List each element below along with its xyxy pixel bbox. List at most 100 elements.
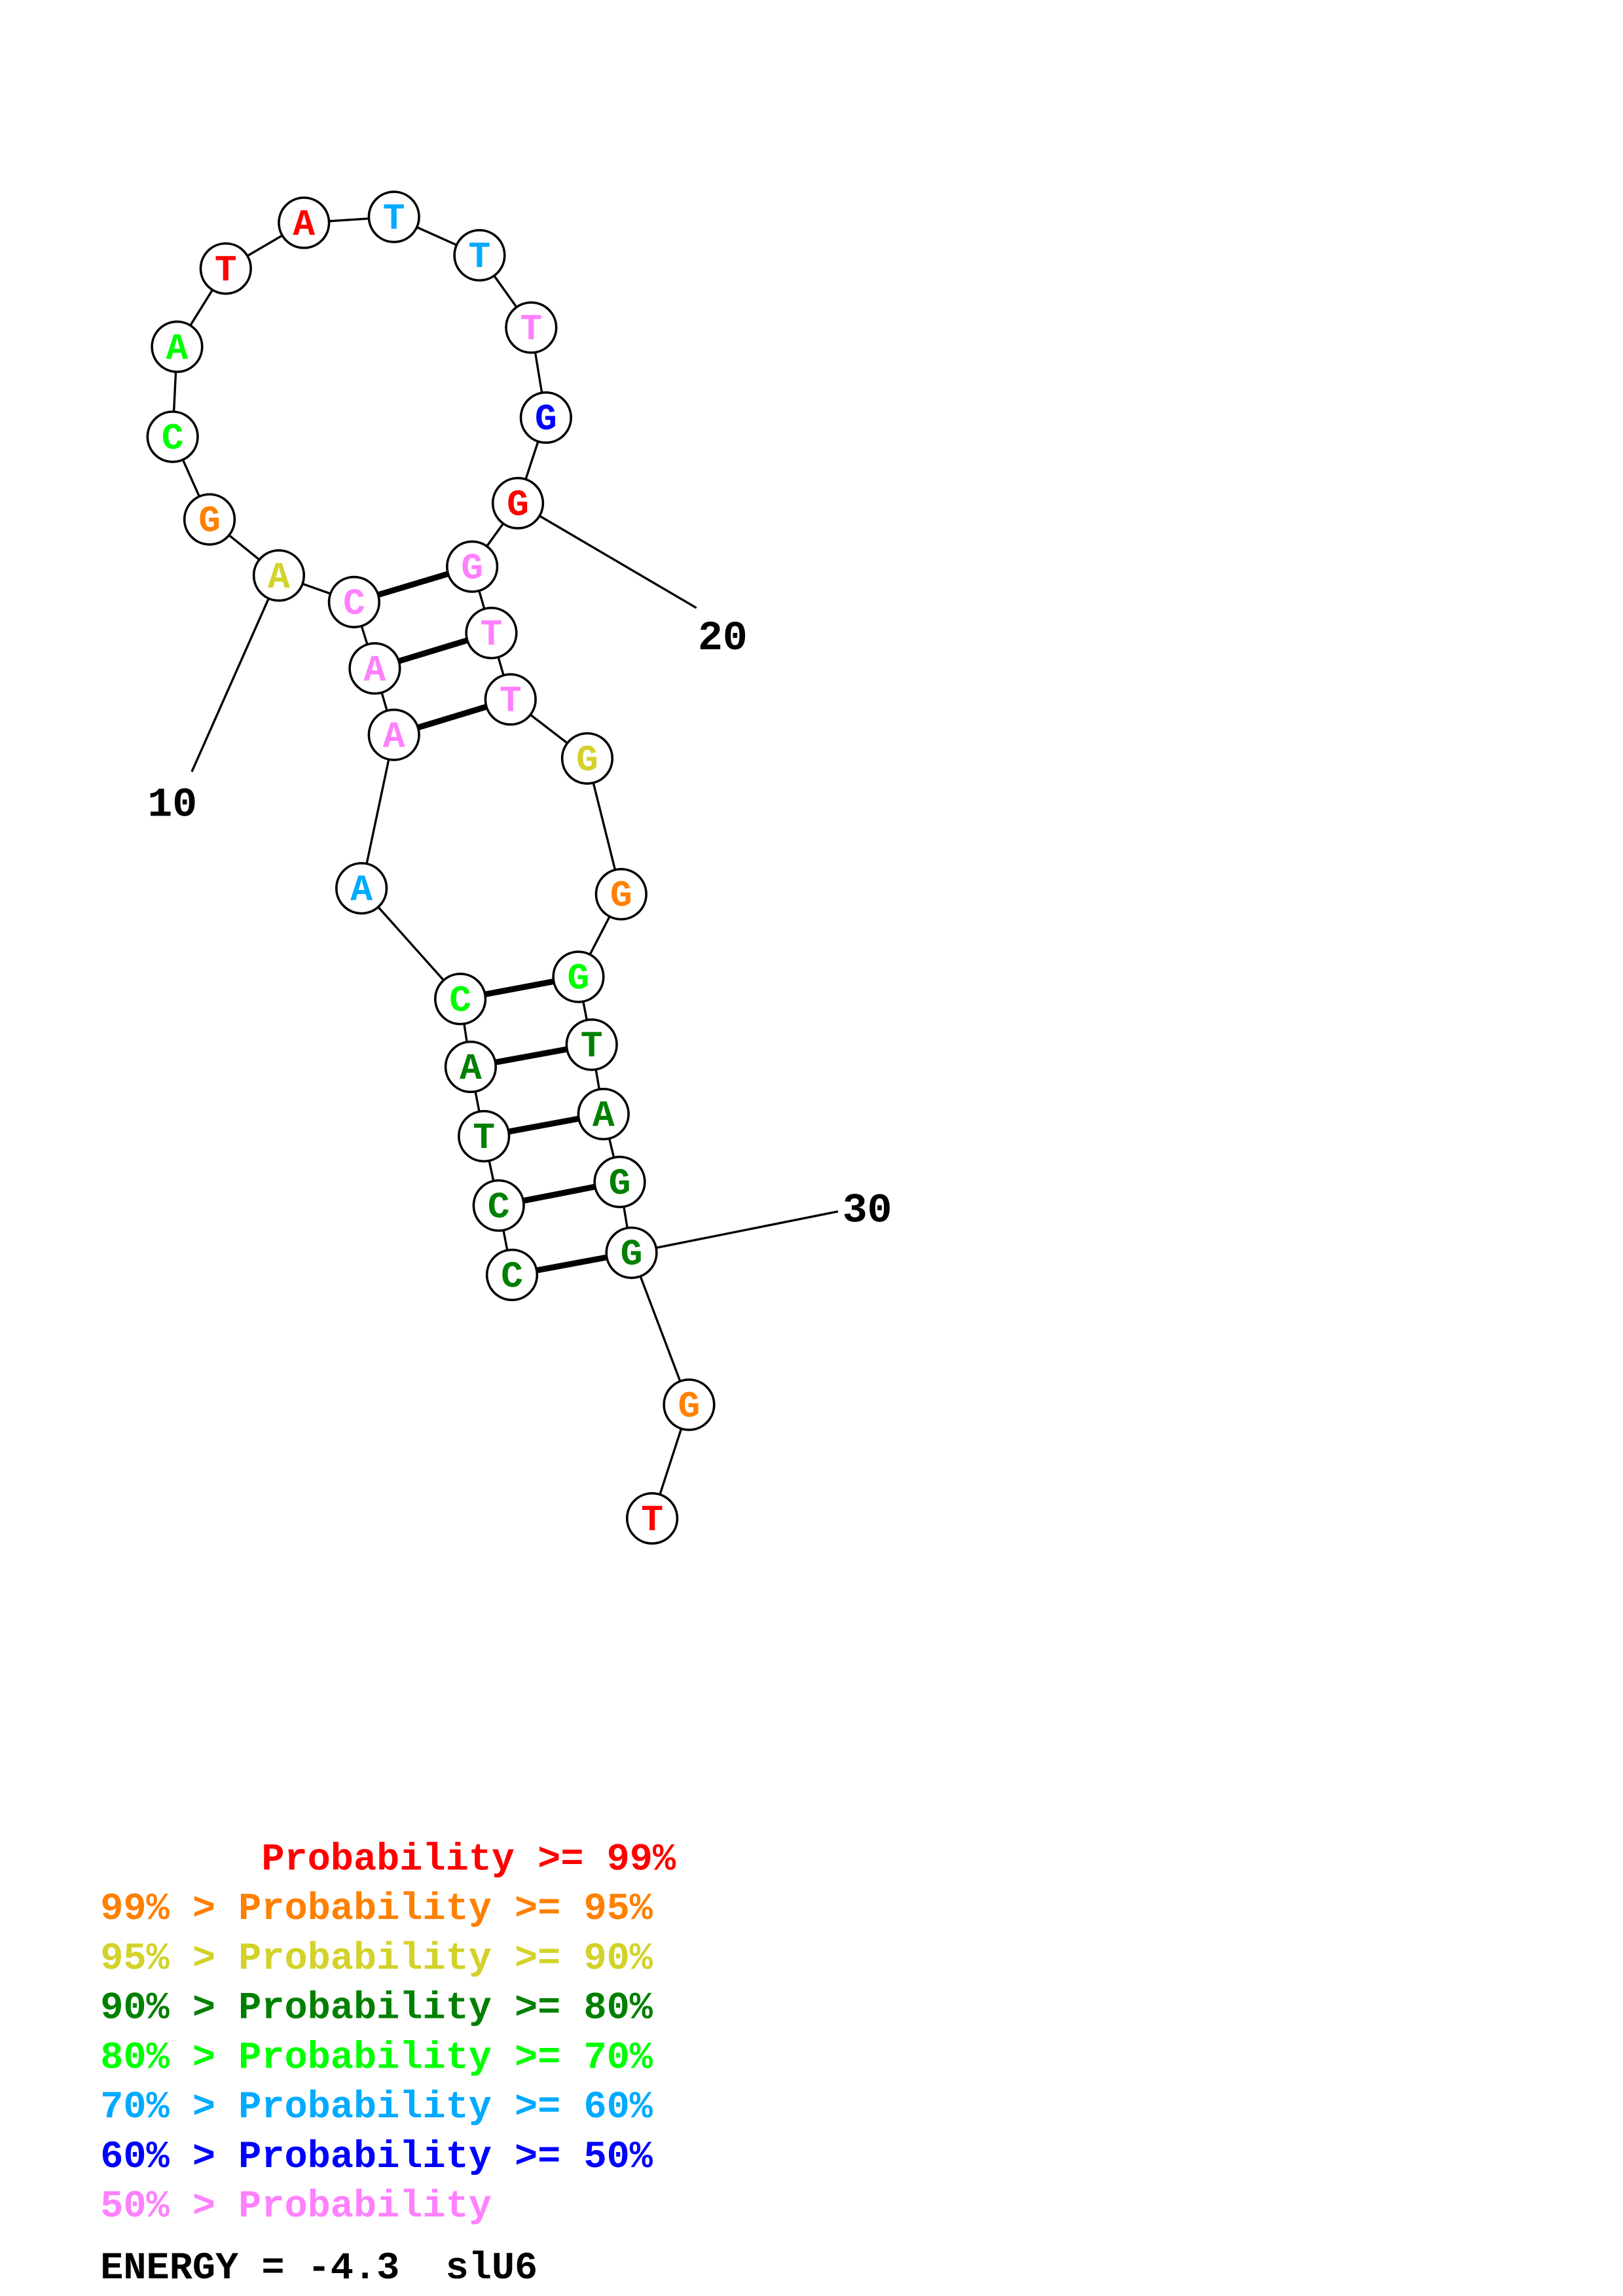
nucleotide-31: G (663, 1378, 716, 1431)
nucleotide-base: G (535, 399, 557, 440)
position-label: 20 (698, 615, 748, 662)
legend-entry: 70% > Probability >= 60% (100, 2085, 653, 2129)
nucleotide-circle (146, 410, 199, 463)
legend-entry: 80% > Probability >= 70% (100, 2036, 653, 2079)
probability-legend: Probability >= 99% 99% > Probability >= 9… (100, 1837, 676, 2228)
nucleotide-8: A (348, 642, 401, 695)
nucleotide-circle (605, 1226, 658, 1280)
nucleotide-16: T (367, 190, 420, 243)
nucleotide-circle (446, 540, 499, 593)
nucleotide-13: A (151, 320, 204, 373)
nucleotide-7: A (367, 708, 420, 761)
nucleotide-circle (199, 242, 252, 295)
nucleotide-circle (565, 1018, 618, 1071)
nucleotide-base: G (609, 1163, 631, 1205)
nucleotide-6: A (335, 862, 388, 915)
nucleotide-23: T (484, 673, 537, 726)
nucleotide-21: G (446, 540, 499, 593)
nucleotide-base: G (461, 548, 483, 590)
nucleotide-base: G (198, 501, 221, 543)
nucleotide-29: G (593, 1155, 646, 1208)
nucleotide-circle (484, 673, 537, 726)
nucleotide-5: C (434, 973, 487, 1026)
nucleotide-circle (519, 391, 572, 444)
nucleotide-18: T (505, 301, 558, 354)
nucleotide-20: G (491, 476, 545, 529)
nucleotide-base: T (469, 236, 491, 278)
nucleotide-11: G (183, 493, 236, 546)
nucleotide-circle (505, 301, 558, 354)
position-labels-layer: 10 20 30 (147, 615, 892, 1234)
legend-entry: 90% > Probability >= 80% (100, 1986, 653, 2030)
position-label-line (517, 502, 697, 609)
nucleotide-base: T (481, 614, 503, 656)
position-label-line (191, 575, 280, 772)
nucleotide-base: T (520, 309, 542, 351)
nucleotide-9: C (327, 575, 380, 628)
nucleotide-19: G (519, 391, 572, 444)
nucleotide-base: G (621, 1234, 643, 1276)
nucleotide-circle (593, 1155, 646, 1208)
nucleotide-circle (327, 575, 380, 628)
nucleotide-circle (577, 1088, 630, 1141)
nucleotide-base: G (507, 484, 529, 526)
nucleotide-25: G (594, 868, 647, 921)
position-label-line (631, 1210, 839, 1254)
nucleotide-24: G (560, 732, 614, 785)
nucleotide-base: T (500, 681, 522, 723)
nucleotide-12: C (146, 410, 199, 463)
legend-entry: 99% > Probability >= 95% (100, 1887, 653, 1931)
nucleotide-22: T (465, 607, 518, 660)
nucleotide-base: A (460, 1048, 482, 1090)
nucleotide-base: C (501, 1256, 523, 1298)
legend-entry: 50% > Probability (100, 2185, 492, 2229)
nucleotide-base: T (383, 198, 405, 240)
legend-entry: 95% > Probability >= 90% (100, 1937, 653, 1981)
nucleotide-base: T (473, 1117, 495, 1159)
nucleotide-base: A (166, 328, 189, 370)
nucleotide-base: G (678, 1386, 701, 1427)
nucleotide-base: C (162, 418, 184, 459)
nucleotide-circle (472, 1179, 525, 1232)
nucleotide-circle (151, 320, 204, 373)
nucleotide-14: T (199, 242, 252, 295)
nucleotide-circle (434, 973, 487, 1026)
nucleotide-base: C (488, 1187, 510, 1229)
energy-label: ENERGY = -4.3 slU6 (100, 2246, 538, 2290)
nucleotide-circle (458, 1109, 511, 1163)
nucleotide-base: T (581, 1026, 603, 1067)
position-label: 30 (843, 1187, 892, 1234)
nucleotide-circle (663, 1378, 716, 1431)
nucleotide-base: G (568, 958, 590, 1000)
nucleotide-base: T (215, 249, 237, 291)
nucleotide-2: C (472, 1179, 525, 1232)
nucleotide-circle (367, 190, 420, 243)
nucleotide-circle (335, 862, 388, 915)
nucleotide-27: T (565, 1018, 618, 1071)
bonds-layer (171, 215, 839, 1519)
nucleotide-circle (348, 642, 401, 695)
backbone-bond (630, 1252, 691, 1405)
nucleotide-circle (444, 1040, 498, 1094)
nucleotide-base: A (293, 204, 315, 245)
nucleotide-base: G (610, 875, 632, 917)
nucleotide-base: A (383, 716, 405, 758)
nucleotide-circle (560, 732, 614, 785)
legend-entry: 60% > Probability >= 50% (100, 2135, 653, 2179)
nucleotide-17: T (453, 228, 506, 282)
nucleotide-1: C (485, 1248, 539, 1302)
nucleotide-base: C (343, 583, 365, 625)
legend-entry: Probability >= 99% (100, 1837, 676, 1881)
nucleotide-circle (252, 549, 306, 602)
nucleotide-circle (552, 950, 605, 1003)
nucleotide-32: T (625, 1492, 679, 1545)
nucleotide-base: A (350, 869, 373, 911)
nucleotide-circle (278, 196, 331, 249)
nucleotide-circle (485, 1248, 539, 1302)
nucleotide-15: A (278, 196, 331, 249)
nucleotide-base: C (449, 980, 471, 1022)
position-label: 10 (147, 781, 197, 829)
nucleotide-26: G (552, 950, 605, 1003)
